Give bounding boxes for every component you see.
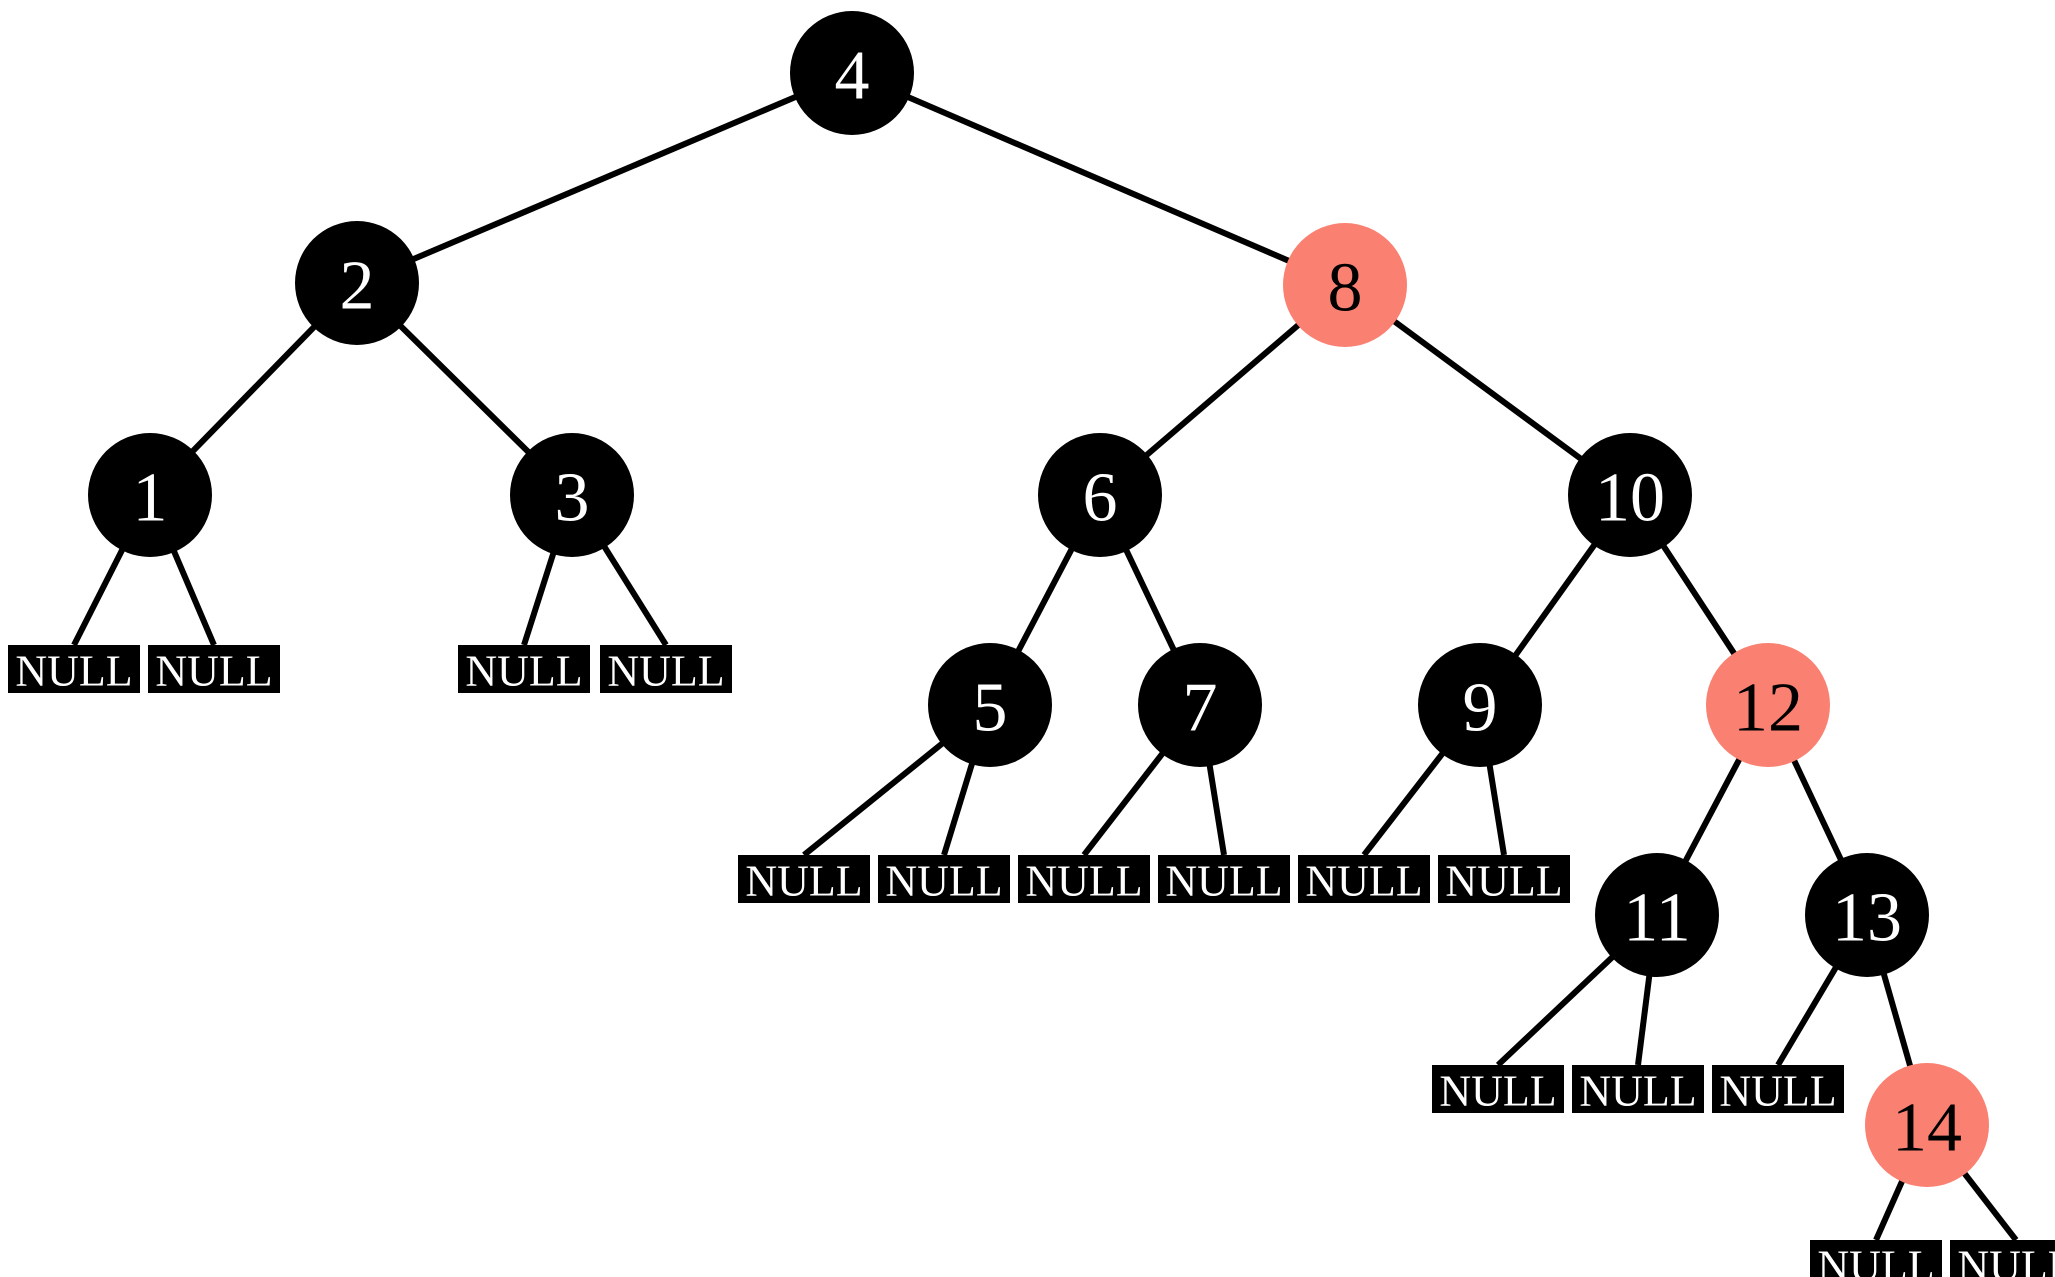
null-leaf-label: NULL <box>15 647 132 696</box>
null-leaf: NULL <box>1018 855 1150 906</box>
node-key-label: 6 <box>1083 460 1118 537</box>
null-leaf-box <box>878 855 1010 903</box>
node-key-label: 1 <box>133 460 168 537</box>
null-leaf-label: NULL <box>465 647 582 696</box>
null-leaf-box <box>8 645 140 693</box>
null-leaf: NULL <box>738 855 870 906</box>
node-circle-black[interactable] <box>88 433 212 557</box>
null-leaf-box <box>458 645 590 693</box>
null-leaf-label: NULL <box>1025 857 1142 906</box>
tree-node-7[interactable]: 7 <box>1138 643 1262 767</box>
node-circle-black[interactable] <box>1805 853 1929 977</box>
null-leaf: NULL <box>148 645 280 696</box>
null-leaf: NULL <box>1712 1065 1844 1116</box>
null-leaf-box <box>1572 1065 1704 1113</box>
tree-node-4[interactable]: 4 <box>790 11 914 135</box>
tree-node-1[interactable]: 1 <box>88 433 212 557</box>
node-circle-black[interactable] <box>928 643 1052 767</box>
tree-node-13[interactable]: 13 <box>1805 853 1929 977</box>
node-key-label: 12 <box>1733 670 1803 747</box>
node-circle-black[interactable] <box>295 221 419 345</box>
null-leaf-label: NULL <box>1445 857 1562 906</box>
node-circle-black[interactable] <box>1138 643 1262 767</box>
null-leaf-label: NULL <box>1719 1067 1836 1116</box>
null-leaf-box <box>1438 855 1570 903</box>
node-circle-black[interactable] <box>1568 433 1692 557</box>
null-leaf: NULL <box>1572 1065 1704 1116</box>
null-leaf: NULL <box>1432 1065 1564 1116</box>
node-circle-red[interactable] <box>1706 643 1830 767</box>
node-circle-black[interactable] <box>790 11 914 135</box>
tree-node-10[interactable]: 10 <box>1568 433 1692 557</box>
null-leaf-box <box>1158 855 1290 903</box>
null-leaf-box <box>1950 1240 2055 1277</box>
tree-node-9[interactable]: 9 <box>1418 643 1542 767</box>
null-leaf-box <box>1810 1240 1942 1277</box>
null-leaf-box <box>148 645 280 693</box>
null-leaf-label: NULL <box>1439 1067 1556 1116</box>
null-leaf-box <box>1018 855 1150 903</box>
null-leaf: NULL <box>878 855 1010 906</box>
null-leaf: NULL <box>8 645 140 696</box>
node-key-label: 5 <box>973 670 1008 747</box>
null-leaf-label: NULL <box>607 647 724 696</box>
node-key-label: 14 <box>1892 1090 1962 1167</box>
null-leaf-label: NULL <box>1957 1242 2055 1277</box>
null-leaf-box <box>738 855 870 903</box>
node-key-label: 9 <box>1463 670 1498 747</box>
node-key-label: 4 <box>835 38 870 115</box>
node-key-label: 10 <box>1595 460 1665 537</box>
tree-edge-n4-n2 <box>355 70 854 286</box>
null-leaf: NULL <box>1298 855 1430 906</box>
tree-node-8[interactable]: 8 <box>1283 223 1407 347</box>
node-key-label: 2 <box>340 248 375 325</box>
node-circle-black[interactable] <box>1038 433 1162 557</box>
node-key-label: 3 <box>555 460 590 537</box>
null-leaf: NULL <box>1438 855 1570 906</box>
null-leaf-label: NULL <box>1305 857 1422 906</box>
null-leaf: NULL <box>1950 1240 2055 1277</box>
null-leaf-label: NULL <box>1817 1242 1934 1277</box>
tree-node-5[interactable]: 5 <box>928 643 1052 767</box>
tree-node-14[interactable]: 14 <box>1865 1063 1989 1187</box>
node-circle-black[interactable] <box>510 433 634 557</box>
null-leaves-layer: NULL NULL NULL NULL NULL NULL NULL NULL NULL NULL… <box>8 645 2055 1277</box>
node-circle-red[interactable] <box>1283 223 1407 347</box>
null-leaf-label: NULL <box>155 647 272 696</box>
tree-node-11[interactable]: 11 <box>1595 853 1719 977</box>
null-leaf-label: NULL <box>1579 1067 1696 1116</box>
tree-edge-n4-n8 <box>850 70 1347 288</box>
tree-node-3[interactable]: 3 <box>510 433 634 557</box>
node-key-label: 11 <box>1623 880 1690 957</box>
tree-node-12[interactable]: 12 <box>1706 643 1830 767</box>
null-leaf: NULL <box>600 645 732 696</box>
null-leaf-box <box>600 645 732 693</box>
node-key-label: 8 <box>1328 250 1363 327</box>
null-leaf-label: NULL <box>885 857 1002 906</box>
tree-node-2[interactable]: 2 <box>295 221 419 345</box>
node-circle-black[interactable] <box>1595 853 1719 977</box>
node-key-label: 7 <box>1183 670 1218 747</box>
null-leaf: NULL <box>1810 1240 1942 1277</box>
null-leaf: NULL <box>458 645 590 696</box>
null-leaf-label: NULL <box>1165 857 1282 906</box>
node-key-label: 13 <box>1832 880 1902 957</box>
node-circle-black[interactable] <box>1418 643 1542 767</box>
null-leaf-box <box>1298 855 1430 903</box>
node-circle-red[interactable] <box>1865 1063 1989 1187</box>
null-leaf: NULL <box>1158 855 1290 906</box>
null-leaf-box <box>1712 1065 1844 1113</box>
null-leaf-box <box>1432 1065 1564 1113</box>
tree-node-6[interactable]: 6 <box>1038 433 1162 557</box>
null-leaf-label: NULL <box>745 857 862 906</box>
